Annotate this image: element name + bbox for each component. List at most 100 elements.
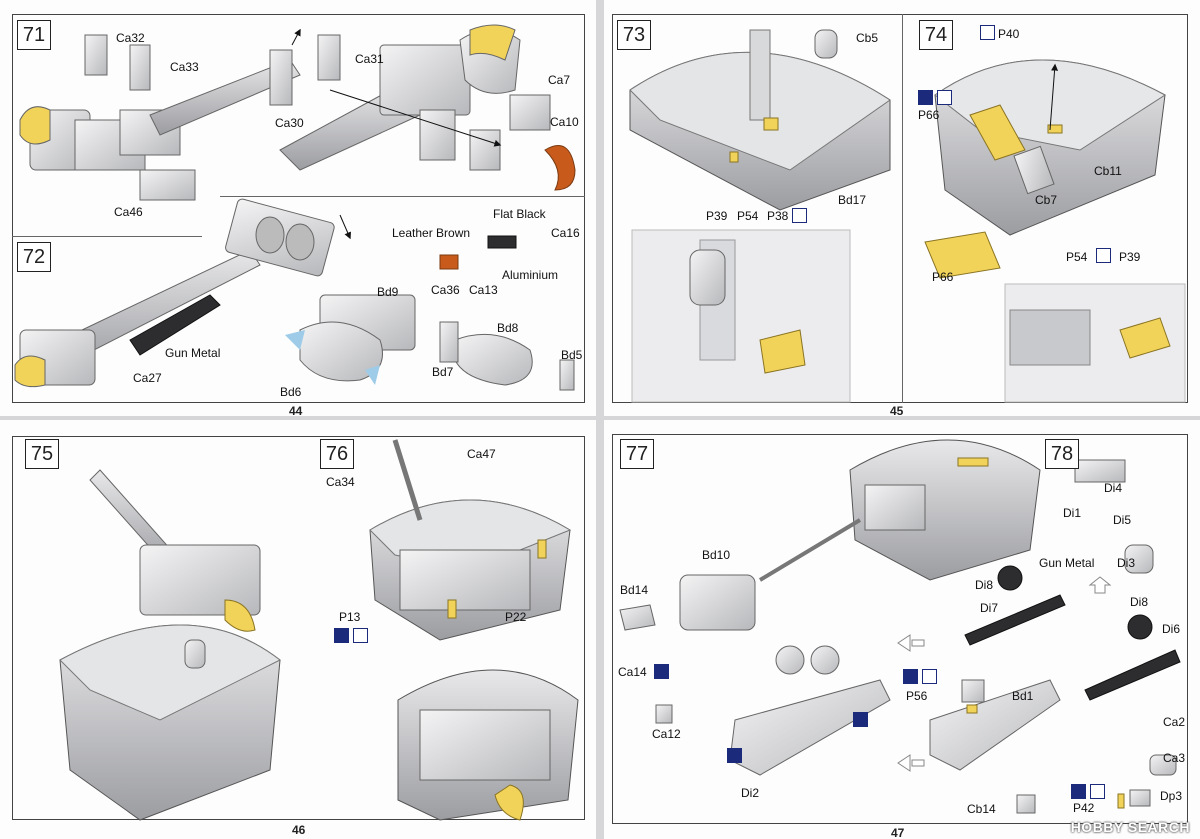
part-label-ca13: Ca13 <box>469 283 498 297</box>
part-label-cb5: Cb5 <box>856 31 879 45</box>
step-number-73: 73 <box>617 20 651 50</box>
photo-etch-bend-icon <box>353 628 368 643</box>
step-number-76: 76 <box>320 439 354 469</box>
part-label-di2: Di2 <box>741 786 760 800</box>
page-number-47: 47 <box>891 826 905 839</box>
part-label-di6: Di6 <box>1162 622 1181 636</box>
part-label-ca3: Ca3 <box>1163 751 1186 765</box>
frame-page-46 <box>12 436 585 820</box>
part-label-ca12: Ca12 <box>652 727 681 741</box>
part-label-p54-74: P54 <box>1066 250 1088 264</box>
step-number-78: 78 <box>1045 439 1079 469</box>
center-gutter-bottom <box>596 420 604 839</box>
part-label-bd17: Bd17 <box>838 193 867 207</box>
part-label-bd7: Bd7 <box>432 365 454 379</box>
part-label-cb7: Cb7 <box>1035 193 1058 207</box>
step-number-77: 77 <box>620 439 654 469</box>
fold-down-icon <box>918 90 933 105</box>
part-label-di3: Di3 <box>1117 556 1136 570</box>
frame-page-45 <box>612 14 1188 403</box>
part-label-ca47: Ca47 <box>467 447 496 461</box>
fold-down-icon <box>903 669 918 684</box>
part-label-ca33: Ca33 <box>170 60 199 74</box>
part-label-p56: P56 <box>906 689 928 703</box>
step-number-75: 75 <box>25 439 59 469</box>
step-number-72: 72 <box>17 242 51 272</box>
part-label-p38: P38 <box>767 209 789 223</box>
frame-page-44 <box>12 14 585 403</box>
paint-label-gun-metal-72: Gun Metal <box>165 346 221 360</box>
step-74-art <box>924 59 1186 403</box>
watermark-logo: HOBBY SEARCH <box>1070 819 1190 835</box>
part-label-bd6: Bd6 <box>280 385 302 399</box>
step-72-art <box>14 198 575 391</box>
part-label-ca32: Ca32 <box>116 31 145 45</box>
part-label-ca27: Ca27 <box>133 371 162 385</box>
part-label-ca34: Ca34 <box>326 475 355 489</box>
photo-etch-bend-icon <box>1096 248 1111 263</box>
photo-etch-bend-icon <box>980 25 995 40</box>
part-label-cb11: Cb11 <box>1094 164 1122 178</box>
part-label-ca10: Ca10 <box>550 115 579 129</box>
paint-label-leather-brown: Leather Brown <box>392 226 471 240</box>
fold-down-icon <box>1071 784 1086 799</box>
part-label-ca14: Ca14 <box>618 665 647 679</box>
part-label-di1: Di1 <box>1063 506 1082 520</box>
part-label-p66-b: P66 <box>932 270 954 284</box>
photo-etch-bend-icon <box>1090 784 1105 799</box>
part-label-ca36: Ca36 <box>431 283 460 297</box>
part-label-ca7: Ca7 <box>548 73 571 87</box>
part-label-di7: Di7 <box>980 601 999 615</box>
part-label-p39-73: P39 <box>706 209 728 223</box>
part-label-p22: P22 <box>505 610 527 624</box>
page-number-46: 46 <box>292 823 306 837</box>
part-label-ca30: Ca30 <box>275 116 304 130</box>
page-number-45: 45 <box>890 404 904 418</box>
page-number-44: 44 <box>289 404 303 418</box>
frame-page-47 <box>612 434 1188 824</box>
step-77-art <box>619 439 1125 814</box>
part-label-bd9: Bd9 <box>377 285 399 299</box>
fold-down-icon <box>334 628 349 643</box>
paint-label-flat-black: Flat Black <box>493 207 546 221</box>
row-gap <box>0 416 1200 420</box>
divider-71-72 <box>12 236 202 237</box>
part-label-di8-b: Di8 <box>1130 595 1149 609</box>
step-75-art <box>59 469 281 821</box>
cement-icon <box>654 664 669 679</box>
step-71-art <box>19 24 576 201</box>
part-label-bd5: Bd5 <box>561 348 583 362</box>
cement-icon <box>727 748 742 763</box>
part-label-ca2: Ca2 <box>1163 715 1186 729</box>
step-number-74: 74 <box>919 20 953 50</box>
part-label-bd1: Bd1 <box>1012 689 1034 703</box>
part-label-ca16: Ca16 <box>551 226 580 240</box>
part-label-bd14: Bd14 <box>620 583 649 597</box>
photo-etch-bend-icon <box>792 208 807 223</box>
part-label-p39-74: P39 <box>1119 250 1141 264</box>
photo-etch-bend-icon <box>922 669 937 684</box>
part-label-ca46: Ca46 <box>114 205 143 219</box>
part-label-bd10: Bd10 <box>702 548 731 562</box>
step-76-art <box>369 439 579 821</box>
part-label-di8-a: Di8 <box>975 578 994 592</box>
cement-icon <box>853 712 868 727</box>
part-label-p66-a: P66 <box>918 108 940 122</box>
part-label-p13: P13 <box>339 610 361 624</box>
part-label-p40: P40 <box>998 27 1020 41</box>
step-78-art <box>964 459 1181 807</box>
part-label-p54-73: P54 <box>737 209 759 223</box>
part-label-ca31: Ca31 <box>355 52 384 66</box>
part-label-di4: Di4 <box>1104 481 1123 495</box>
photo-etch-bend-icon <box>937 90 952 105</box>
paint-label-aluminium: Aluminium <box>502 268 559 282</box>
part-label-p42: P42 <box>1073 801 1095 815</box>
step-number-71: 71 <box>17 20 51 50</box>
part-label-di5: Di5 <box>1113 513 1132 527</box>
paint-label-gun-metal-78: Gun Metal <box>1039 556 1095 570</box>
center-gutter-top <box>596 0 604 416</box>
step-73-art <box>629 29 891 403</box>
divider-71-72-right <box>220 196 585 197</box>
part-label-cb14: Cb14 <box>967 802 996 816</box>
